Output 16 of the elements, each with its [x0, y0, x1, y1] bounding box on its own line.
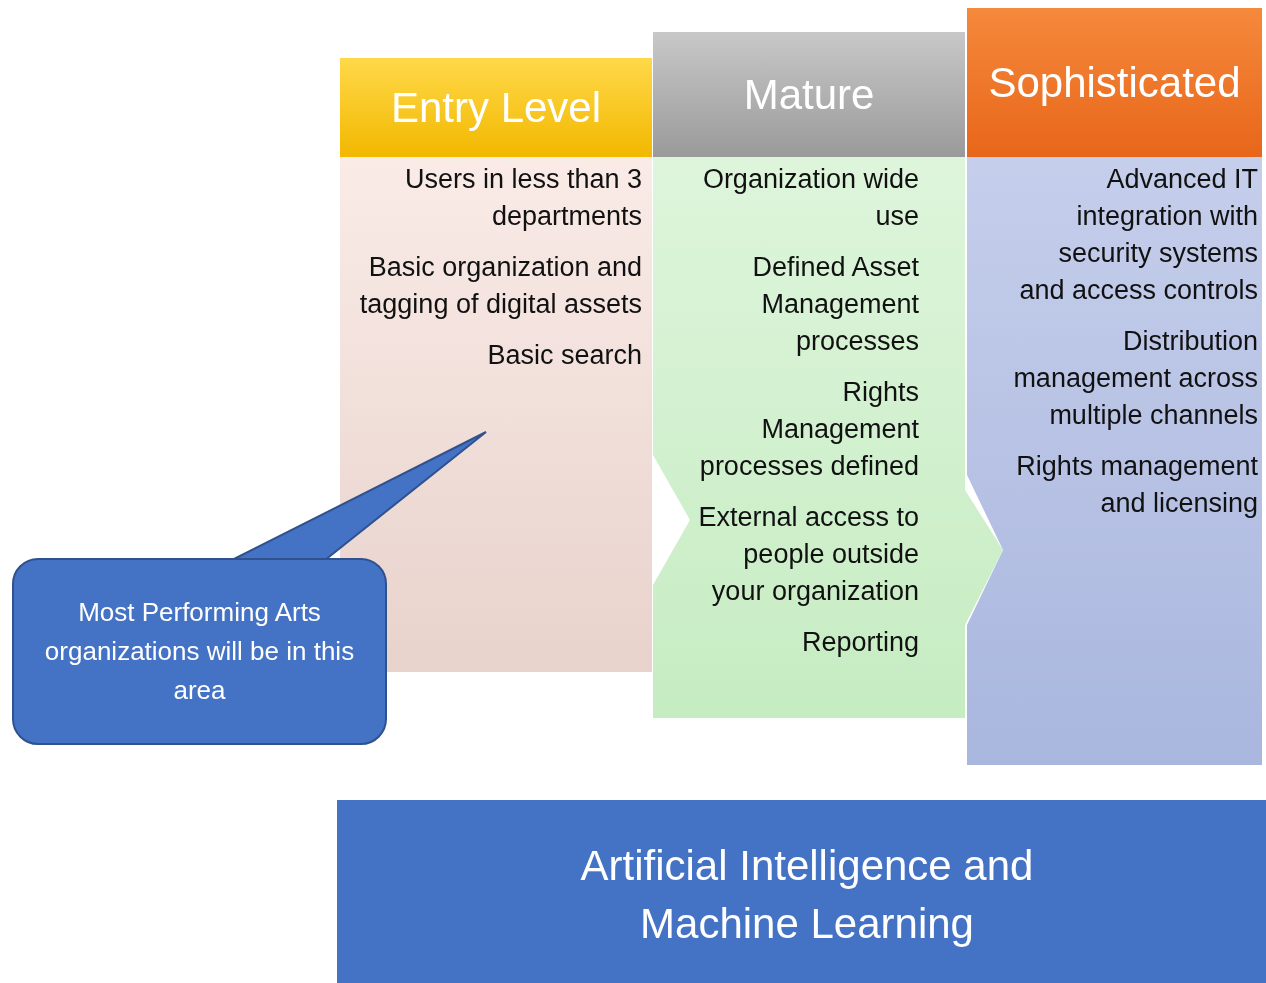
header-banner: Entry Level — [340, 58, 652, 157]
header-banner: Sophisticated — [967, 8, 1262, 157]
item-text: Reporting — [800, 626, 919, 659]
item-text: Advanced IT integration with security systems and access controls — [1018, 163, 1258, 307]
item-text: Basic search — [486, 339, 642, 372]
item-text: Organization wide use — [701, 163, 919, 233]
header-banner: Mature — [653, 32, 965, 157]
item-text: Rights Management processes defined — [698, 376, 919, 483]
item-text: Users in less than 3 departments — [403, 163, 642, 233]
item-text: External access to people outside your organization — [697, 501, 919, 608]
item-text: Basic organization and tagging of digital assets — [358, 251, 642, 321]
column-panel — [967, 8, 1262, 765]
banner: Artificial Intelligence and Machine Learning — [337, 800, 1266, 983]
item-text: Distribution management across multiple channels — [1012, 325, 1258, 432]
item-text: Defined Asset Management processes — [751, 251, 919, 358]
item-text: Rights management and licensing — [1015, 450, 1258, 520]
